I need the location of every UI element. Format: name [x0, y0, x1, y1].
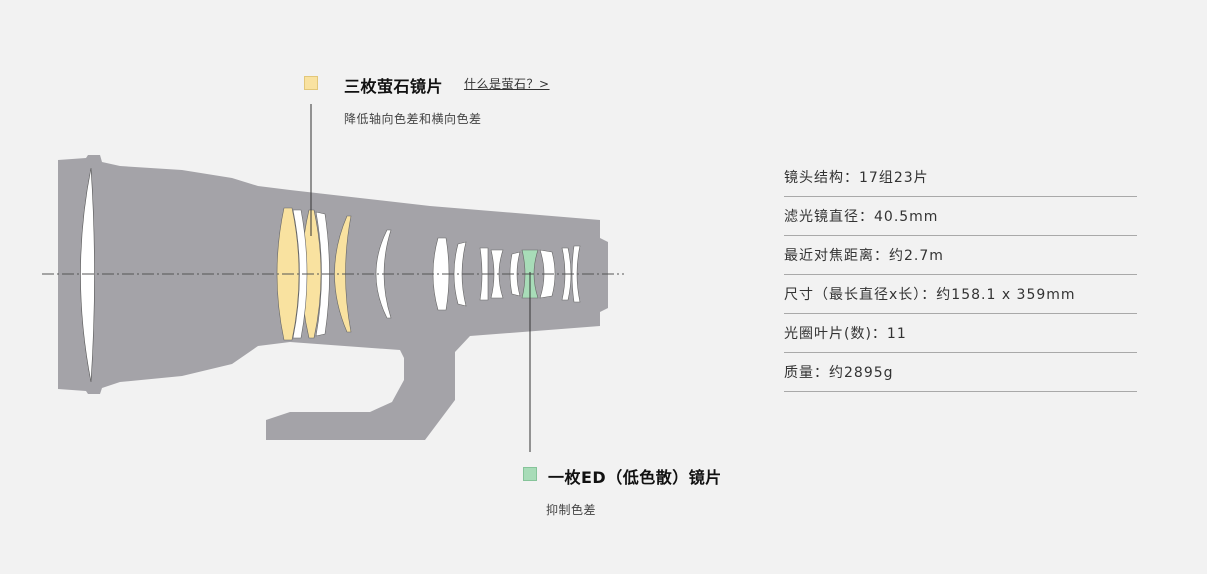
- spec-weight: 质量：约2895g: [784, 353, 1137, 392]
- lens-barrel-body: [58, 155, 608, 440]
- spec-filter-diameter: 滤光镜直径：40.5mm: [784, 197, 1137, 236]
- spec-min-focus-distance: 最近对焦距离：约2.7m: [784, 236, 1137, 275]
- fluorite-description: 降低轴向色差和横向色差: [344, 112, 482, 126]
- spec-lens-construction: 镜头结构：17组23片: [784, 158, 1137, 197]
- ed-description: 抑制色差: [546, 503, 597, 517]
- spec-list: 镜头结构：17组23片 滤光镜直径：40.5mm 最近对焦距离：约2.7m 尺寸…: [784, 158, 1137, 392]
- front-lens-element: [80, 167, 95, 383]
- spec-dimensions: 尺寸（最长直径x长）：约158.1 x 359mm: [784, 275, 1137, 314]
- fluorite-swatch: [304, 76, 318, 90]
- fluorite-title: 三枚萤石镜片: [344, 77, 444, 96]
- lens-element: [453, 241, 467, 307]
- ed-swatch: [523, 467, 537, 481]
- what-is-fluorite-link[interactable]: 什么是萤石？>: [464, 77, 550, 91]
- ed-title: 一枚ED（低色散）镜片: [548, 468, 722, 487]
- lens-element: [432, 237, 450, 311]
- spec-aperture-blades: 光圈叶片(数)：11: [784, 314, 1137, 353]
- lens-element: [292, 209, 308, 339]
- lens-element: [571, 245, 581, 303]
- lens-element: [509, 251, 521, 297]
